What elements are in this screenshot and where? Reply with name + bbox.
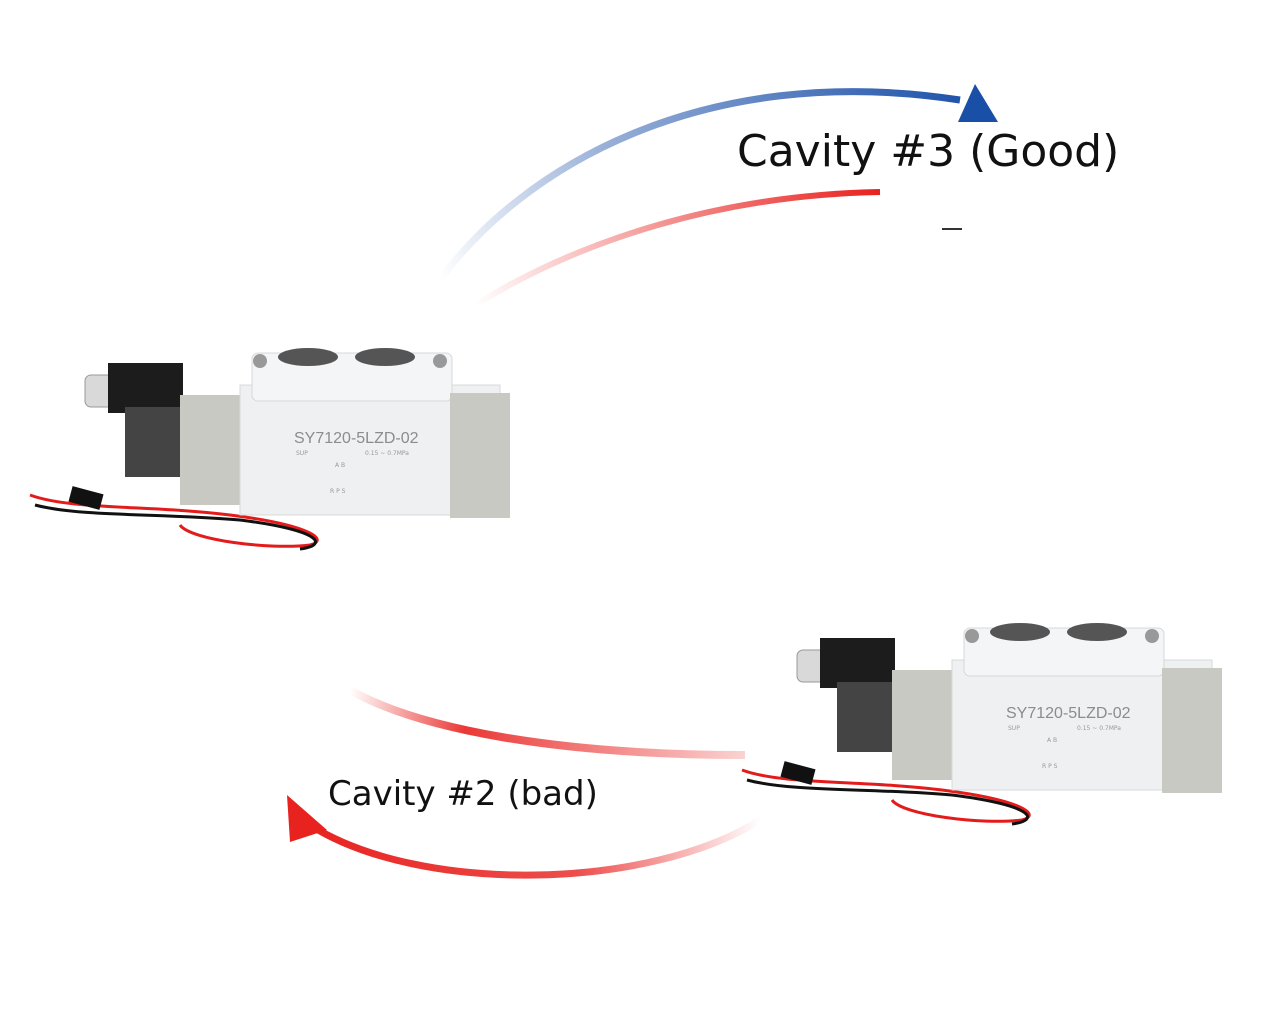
red-curve-top	[473, 189, 881, 308]
solenoid-valve-top: SY7120-5LZD-02 SUP 0.15 ~ 0.7MPa A B R P…	[28, 346, 512, 551]
valve-pressure-label: 0.15 ~ 0.7MPa	[365, 450, 409, 457]
valve-sup-label: SUP	[296, 450, 308, 457]
blue-arrow-curve	[437, 88, 961, 283]
red-arrowhead	[287, 795, 327, 842]
valve-ports-bottom: R P S	[1042, 763, 1058, 770]
valve-ports-bottom: R P S	[330, 488, 346, 495]
red-arrow-curve	[308, 817, 762, 879]
cavity-2-label: Cavity #2 (bad)	[328, 774, 598, 814]
valve-model-label: SY7120-5LZD-02	[1006, 705, 1131, 722]
valve-sup-label: SUP	[1008, 725, 1020, 732]
valve-model-label: SY7120-5LZD-02	[294, 430, 419, 447]
valve-ports-top: A B	[335, 462, 345, 469]
solenoid-valve-bottom: SY7120-5LZD-02 SUP 0.15 ~ 0.7MPa A B R P…	[740, 621, 1224, 826]
blue-arrowhead	[958, 84, 998, 122]
valve-pressure-label: 0.15 ~ 0.7MPa	[1077, 725, 1121, 732]
cavity-3-label: Cavity #3 (Good)	[737, 126, 1120, 177]
red-curve-bottom	[348, 686, 746, 759]
valve-ports-top: A B	[1047, 737, 1057, 744]
